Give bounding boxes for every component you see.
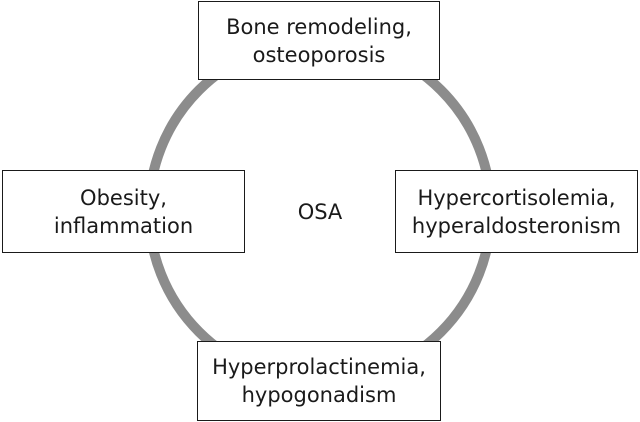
- node-left-line1: Obesity,: [80, 185, 167, 210]
- node-obesity: Obesity, inflammation: [2, 170, 245, 253]
- node-right-line1: Hypercortisolemia,: [417, 185, 616, 210]
- node-left-line2: inflammation: [53, 213, 194, 238]
- node-top-line2: osteoporosis: [252, 42, 386, 67]
- node-hypercortisolemia: Hypercortisolemia, hyperaldosteronism: [395, 170, 638, 253]
- node-hyperprolactinemia: Hyperprolactinemia, hypogonadism: [197, 341, 441, 421]
- node-top-line1: Bone remodeling,: [226, 14, 412, 39]
- node-right-line2: hyperaldosteronism: [411, 213, 622, 238]
- node-bottom-line2: hypogonadism: [241, 383, 397, 407]
- node-bone-remodeling: Bone remodeling, osteoporosis: [198, 1, 440, 80]
- center-label-osa: OSA: [297, 200, 343, 224]
- node-bottom-line1: Hyperprolactinemia,: [212, 355, 426, 379]
